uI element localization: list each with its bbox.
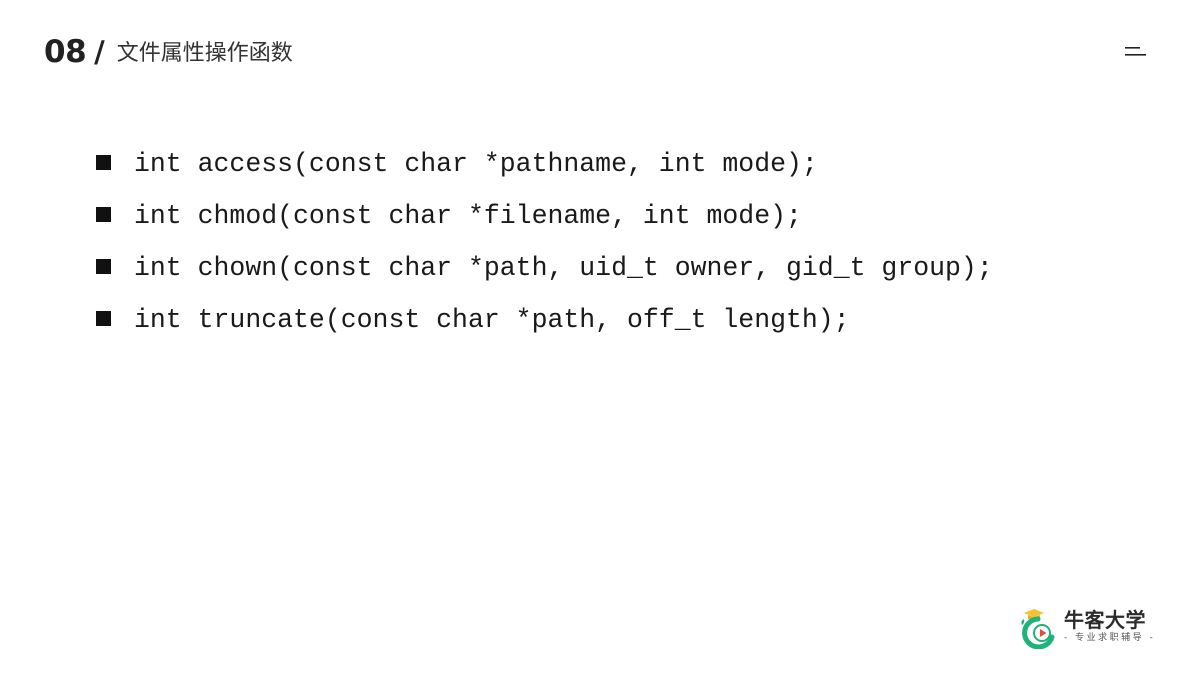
logo-slogan: - 专业求职辅导 - [1064,633,1156,643]
square-bullet-icon [96,154,111,170]
section-number: 08 [44,34,87,70]
square-bullet-icon [96,206,111,222]
menu-icon[interactable] [1124,44,1148,60]
logo-name: 牛客大学 [1064,608,1146,632]
code-line: int chmod(const char *filename, int mode… [134,201,802,231]
code-line: int chown(const char *path, uid_t owner,… [134,253,993,283]
section-title: 文件属性操作函数 [116,41,293,66]
code-line: int access(const char *pathname, int mod… [134,149,818,179]
function-list: int access(const char *pathname, int mod… [96,138,993,346]
nowcoder-logo-icon [1021,609,1055,649]
list-item: int chown(const char *path, uid_t owner,… [96,242,993,294]
section-separator: / [94,35,105,69]
logo-text-block: 牛客大学 - 专业求职辅导 - [1064,609,1155,645]
slide-header: 08 / 文件属性操作函数 [44,34,293,74]
list-item: int access(const char *pathname, int mod… [96,138,993,190]
square-bullet-icon [96,310,111,326]
brand-logo: 牛客大学 - 专业求职辅导 - [1018,604,1158,650]
list-item: int truncate(const char *path, off_t len… [96,294,993,346]
square-bullet-icon [96,258,111,274]
list-item: int chmod(const char *filename, int mode… [96,190,993,242]
code-line: int truncate(const char *path, off_t len… [134,305,850,335]
menu-icon-graphic [1125,47,1146,56]
